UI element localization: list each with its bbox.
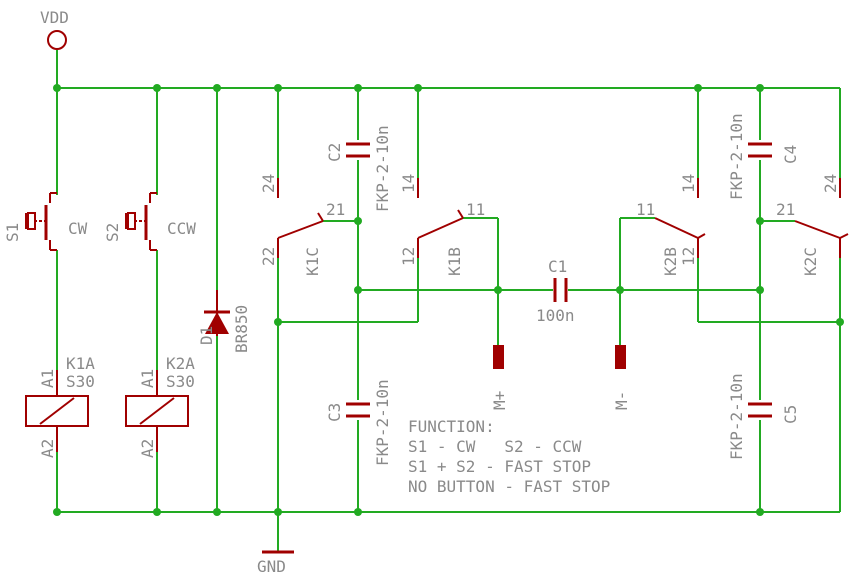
capacitor-c2: C2 FKP-2-10n — [325, 125, 392, 212]
c4-label: C4 — [781, 145, 800, 164]
c2-label: C2 — [325, 143, 344, 162]
k1c-pin-22: 22 — [259, 247, 278, 266]
c2-value: FKP-2-10n — [373, 125, 392, 212]
c3-value: FKP-2-10n — [373, 379, 392, 466]
wires — [56, 50, 841, 552]
s2-text: CCW — [167, 219, 196, 238]
k1a-type: S30 — [66, 372, 95, 391]
junction-dots — [53, 84, 844, 516]
k1b-pin-11: 11 — [466, 200, 485, 219]
motor-terminal-plus: M+ — [490, 345, 509, 410]
m-plus-label: M+ — [490, 391, 509, 410]
k2c-pin-24: 24 — [821, 174, 840, 193]
k1b-pin-12: 12 — [399, 247, 418, 266]
function-note-line2: S1 - CW S2 - CCW — [408, 437, 582, 456]
capacitor-c4: FKP-2-10n C4 — [727, 113, 800, 200]
vdd-symbol: VDD — [40, 8, 69, 50]
c1-value: 100n — [536, 306, 575, 325]
relay-coil-k1a: K1A S30 A1 A2 — [25, 354, 95, 458]
k2a-type: S30 — [166, 372, 195, 391]
s1-text: CW — [68, 219, 88, 238]
capacitor-c5: FKP-2-10n C5 — [727, 373, 800, 460]
k1c-pin-24: 24 — [259, 174, 278, 193]
k1b-label: K1B — [445, 247, 464, 276]
k2a-pin-a1: A1 — [138, 369, 157, 388]
k2a-label: K2A — [166, 354, 195, 373]
c1-label: C1 — [548, 257, 567, 276]
k1a-label: K1A — [66, 354, 95, 373]
capacitor-c3: C3 FKP-2-10n — [325, 379, 392, 466]
function-note-line1: FUNCTION: — [408, 417, 495, 436]
function-note: FUNCTION: S1 - CW S2 - CCW S1 + S2 - FAS… — [408, 417, 610, 496]
k1a-pin-a1: A1 — [38, 369, 57, 388]
k2c-pin-21: 21 — [776, 200, 795, 219]
c3-label: C3 — [325, 403, 344, 422]
relay-coil-k2a: K2A S30 A1 A2 — [125, 354, 195, 458]
gnd-symbol: GND — [257, 550, 294, 576]
s1-label: S1 — [3, 223, 22, 242]
capacitor-c1: C1 100n — [536, 257, 575, 325]
diode-d1: D1 BR850 — [197, 290, 251, 353]
gnd-label: GND — [257, 557, 286, 576]
k2b-pin-12: 12 — [679, 247, 698, 266]
motor-terminal-minus: M- — [612, 345, 631, 410]
k1c-label: K1C — [303, 247, 322, 276]
relay-contact-k1c: 24 21 22 K1C — [259, 174, 345, 276]
pushbutton-s2: S2 CCW — [103, 192, 196, 251]
k2a-pin-a2: A2 — [138, 439, 157, 458]
vdd-label: VDD — [40, 8, 69, 27]
k2b-pin-11: 11 — [636, 200, 655, 219]
s2-label: S2 — [103, 223, 122, 242]
relay-contact-k1b: 14 11 12 K1B — [399, 174, 485, 276]
pushbutton-s1: S1 CW — [3, 192, 88, 251]
function-note-line3: S1 + S2 - FAST STOP — [408, 457, 591, 476]
d1-label: D1 — [197, 326, 216, 345]
k1c-pin-21: 21 — [326, 200, 345, 219]
k1b-pin-14: 14 — [399, 174, 418, 193]
c5-value: FKP-2-10n — [727, 373, 746, 460]
c5-label: C5 — [781, 405, 800, 424]
relay-contact-k2c: 24 21 K2C — [776, 174, 849, 276]
relay-contact-k2b: 14 11 12 K2B — [636, 174, 706, 276]
m-minus-label: M- — [612, 391, 631, 410]
d1-value: BR850 — [232, 305, 251, 353]
c4-value: FKP-2-10n — [727, 113, 746, 200]
function-note-line4: NO BUTTON - FAST STOP — [408, 477, 610, 496]
k2b-label: K2B — [661, 247, 680, 276]
k2b-pin-14: 14 — [679, 174, 698, 193]
k1a-pin-a2: A2 — [38, 439, 57, 458]
k2c-label: K2C — [801, 247, 820, 276]
